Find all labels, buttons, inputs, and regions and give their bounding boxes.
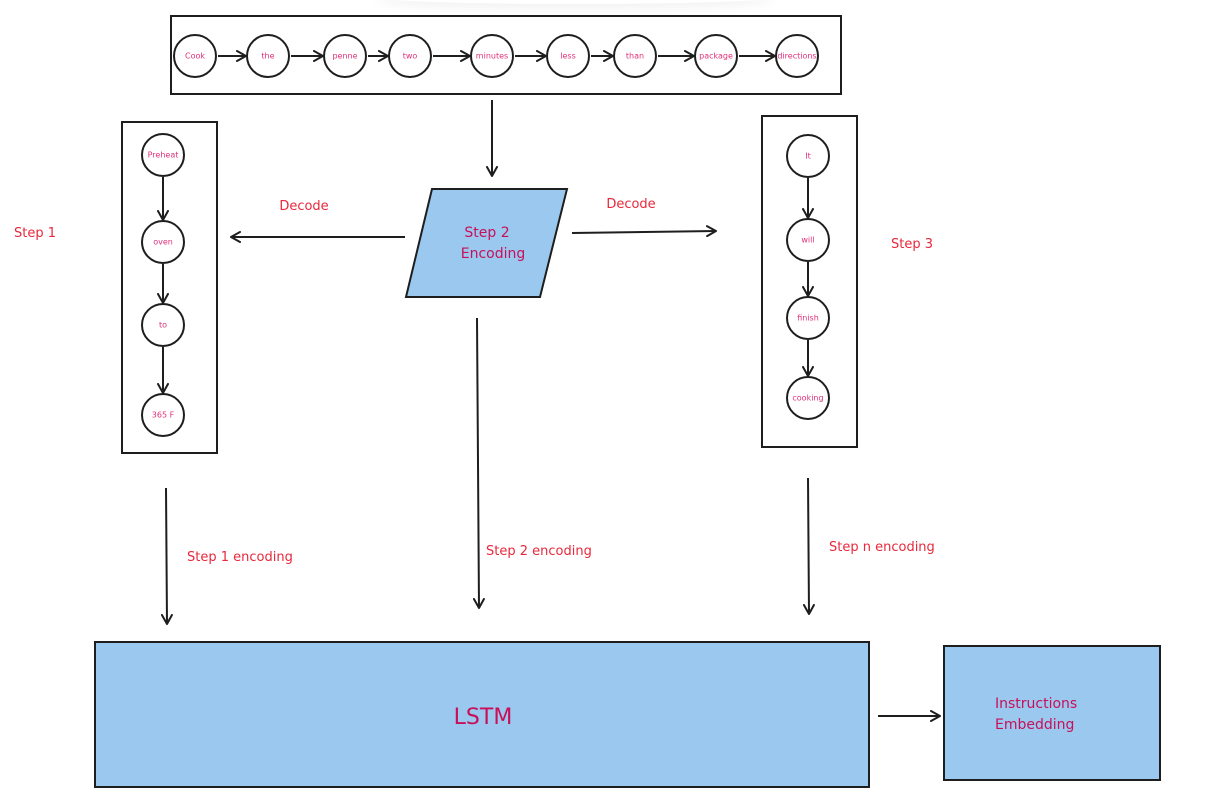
lstm-box[interactable] — [94, 641, 870, 788]
step2-line1: Step 2 — [464, 225, 509, 241]
word-node-label: two — [403, 52, 418, 61]
word-node[interactable] — [694, 34, 738, 78]
embedding-line1: Instructions — [995, 696, 1077, 712]
word-node-label: to — [159, 321, 167, 330]
word-node-label: the — [261, 52, 274, 61]
word-node[interactable] — [388, 34, 432, 78]
word-node[interactable] — [173, 34, 217, 78]
word-node[interactable] — [246, 34, 290, 78]
word-node[interactable] — [141, 133, 185, 177]
word-node-label: minutes — [476, 52, 508, 61]
decode-right-label: Decode — [606, 197, 655, 212]
word-node-label: oven — [153, 238, 173, 247]
word-node[interactable] — [786, 296, 830, 340]
word-node-label: Cook — [185, 52, 205, 61]
word-node-label: directions — [777, 52, 816, 61]
word-node-label: penne — [332, 52, 357, 61]
word-node[interactable] — [470, 34, 514, 78]
word-node[interactable] — [141, 393, 185, 437]
word-node-label: 365 F — [152, 411, 175, 420]
word-node[interactable] — [786, 376, 830, 420]
word-node-label: Preheat — [148, 151, 179, 160]
embedding-line2: Embedding — [995, 717, 1074, 733]
word-node[interactable] — [141, 303, 185, 347]
word-node[interactable] — [775, 34, 819, 78]
decode-left-label: Decode — [279, 199, 328, 214]
step3-label: Step 3 — [891, 237, 933, 252]
word-node[interactable] — [546, 34, 590, 78]
top-sequence-nodes: Cook the penne two minutes less than package dir… — [173, 34, 819, 78]
word-node-label: cooking — [792, 394, 823, 403]
word-node[interactable] — [323, 34, 367, 78]
word-node[interactable] — [786, 134, 830, 178]
word-node[interactable] — [613, 34, 657, 78]
word-node-label: less — [560, 52, 575, 61]
word-node-label: It — [805, 152, 811, 161]
step1-encoding-label: Step 1 encoding — [187, 550, 293, 565]
word-node-label: package — [699, 52, 733, 61]
lstm-label: LSTM — [454, 705, 513, 730]
stepn-encoding-label: Step n encoding — [829, 540, 935, 555]
step2-line2: Encoding — [461, 246, 526, 262]
word-node-label: finish — [797, 314, 819, 323]
step1-label: Step 1 — [14, 226, 56, 241]
step3-nodes: It will finish cooking — [786, 134, 830, 420]
arrow-decode-right — [571, 225, 717, 238]
word-node[interactable] — [786, 218, 830, 262]
arrow-step1-encoding — [160, 487, 173, 625]
word-node[interactable] — [141, 220, 185, 264]
arrow-step2-encoding — [472, 317, 485, 609]
word-node-label: will — [801, 236, 814, 245]
step1-nodes: Preheat oven to 365 F — [141, 133, 185, 437]
arrow-stepn-encoding — [802, 477, 815, 615]
instructions-embedding-box[interactable] — [943, 645, 1161, 781]
step2-encoding-shape[interactable] — [404, 188, 569, 298]
word-node-label: than — [626, 52, 644, 61]
step2-encoding-label: Step 2 encoding — [486, 544, 592, 559]
